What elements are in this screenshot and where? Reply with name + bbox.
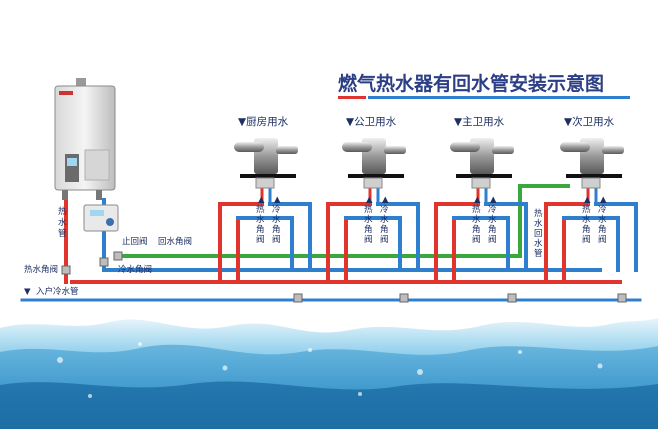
hot-valve-label: 热水角阀	[256, 204, 265, 245]
cold-valve-label: 冷水角阀	[488, 204, 497, 245]
faucet-icon	[450, 138, 514, 189]
fixture-label: ▼次卫用水	[564, 115, 615, 128]
fixture-label: ▼公卫用水	[346, 116, 397, 128]
title-underline-hot	[338, 96, 366, 99]
check-valve-label: 止回阀	[122, 236, 148, 247]
diagram-title: 燃气热水器有回水管安装示意图	[338, 72, 604, 95]
up-arrow-icon: ▲	[490, 195, 497, 205]
up-arrow-icon: ▲	[366, 195, 373, 205]
up-arrow-icon: ▲	[274, 195, 281, 205]
up-arrow-icon: ▲	[600, 195, 607, 205]
fixture-label: ▼厨房用水	[238, 115, 289, 128]
hot-valve-label: 热水角阀	[582, 204, 591, 245]
up-arrow-icon: ▲	[258, 195, 265, 205]
valve-marker-icon	[617, 293, 627, 303]
fixture-label: ▼主卫用水	[454, 116, 505, 128]
faucet-icon	[560, 138, 624, 189]
return-valve-label: 回水角阀	[158, 236, 192, 247]
circulation-pump-icon	[83, 204, 119, 232]
fixture-group: ▼厨房用水热水角阀冷水角阀▲▲▼公卫用水热水角阀冷水角阀▲▲▼主卫用水热水角阀冷…	[234, 115, 624, 245]
cold-valve-label: 冷水角阀	[380, 204, 389, 245]
water-wave-icon	[0, 318, 658, 429]
hot-pipe-label: 热水管	[58, 206, 67, 239]
up-arrow-icon: ▲	[474, 195, 481, 205]
title-underline-cold	[368, 96, 630, 99]
hot-valve-label: 热水角阀	[472, 204, 481, 245]
up-arrow-icon: ▲	[584, 195, 591, 205]
faucet-icon	[342, 138, 406, 189]
inlet-arrow-icon: ▼	[24, 287, 31, 297]
inlet-pipe-label: 入户冷水管	[36, 286, 79, 297]
hot-valve-label: 热水角阀	[364, 204, 373, 245]
valve-marker-icon	[113, 251, 123, 261]
cold-valve-label: 冷水角阀	[272, 204, 281, 245]
valve-marker-icon	[293, 293, 303, 303]
valve-marker-icon	[61, 265, 71, 275]
valve-marker-icon	[99, 257, 109, 267]
cold-valve-label: 冷水角阀	[598, 204, 607, 245]
valve-marker-icon	[399, 293, 409, 303]
water-heater-icon	[54, 78, 116, 200]
up-arrow-icon: ▲	[382, 195, 389, 205]
cold-valve-label-left: 冷水角阀	[118, 264, 152, 275]
hot-valve-label-left: 热水角阀	[24, 264, 58, 275]
faucet-icon	[234, 138, 298, 189]
pipe-network	[20, 184, 642, 303]
valve-marker-icon	[507, 293, 517, 303]
return-pipe-label: 热水回水管	[534, 208, 543, 259]
